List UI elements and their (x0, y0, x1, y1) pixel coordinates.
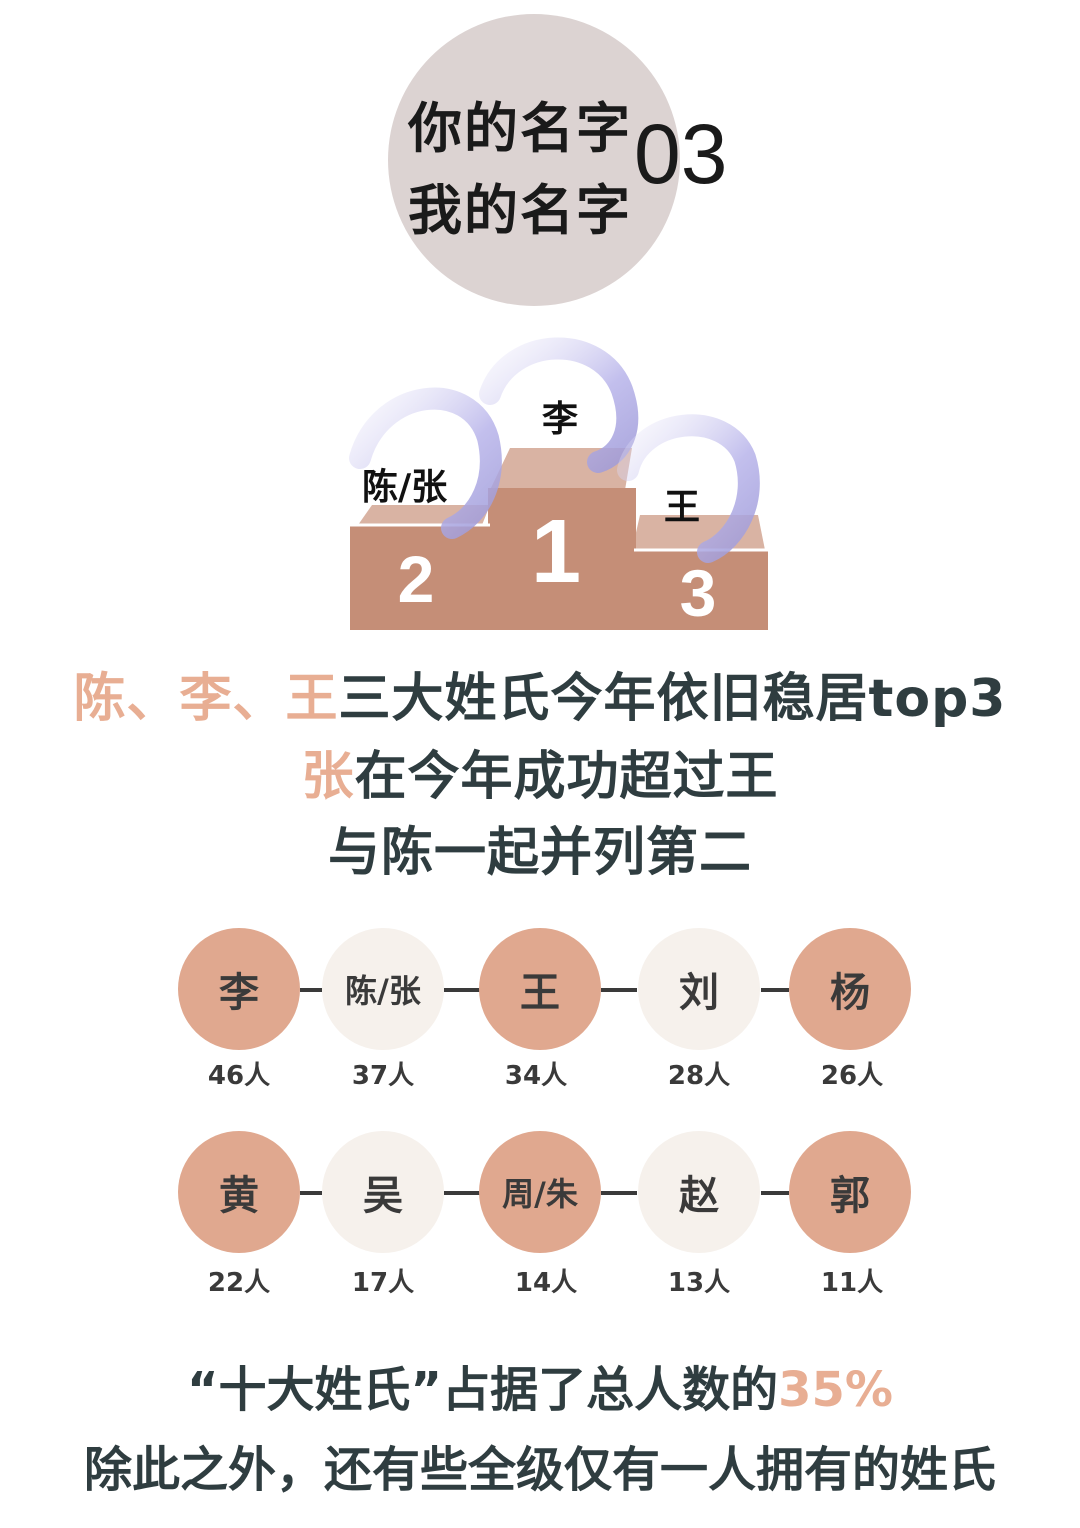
bottom-percent: 35% (778, 1362, 893, 1418)
podium-first-block (488, 488, 636, 630)
surname-node-2: 陈/张 (322, 928, 444, 1050)
surname-count-7: 17人 (351, 1268, 415, 1298)
connector (601, 988, 637, 992)
surname-count-5: 26人 (820, 1061, 884, 1091)
statement-line-1-rest: 三大姓氏今年依旧稳居top3 (338, 669, 1007, 729)
podium-first-number: 1 (531, 502, 581, 602)
podium-third-number: 3 (680, 556, 717, 630)
statement-line-2: 张在今年成功超过王 (0, 734, 1080, 809)
podium-third-block (634, 550, 768, 630)
brush-stroke-left (349, 387, 502, 539)
surname-node-5: 杨 (789, 928, 911, 1050)
surname-count-8: 14人 (514, 1268, 578, 1298)
bottom-line-1-text: “十大姓氏”占据了总人数的 (187, 1362, 779, 1418)
surname-node-8: 周/朱 (479, 1131, 601, 1253)
surname-count-2: 37人 (351, 1061, 415, 1091)
connector (444, 988, 480, 992)
podium-svg: 2 1 3 (349, 337, 768, 630)
podium-second-block (350, 525, 490, 630)
surname-node-7: 吴 (322, 1131, 444, 1253)
brush-stroke-center (479, 337, 639, 473)
brush-stroke-right (617, 414, 760, 563)
connector (300, 1191, 322, 1195)
statement-line-2-rest: 在今年成功超过王 (354, 747, 779, 807)
surname-count-3: 34人 (504, 1061, 568, 1091)
header-line-2: 我的名字 (408, 179, 632, 242)
connector (444, 1191, 480, 1195)
header-number: 03 (634, 107, 728, 201)
header-circle (388, 14, 680, 306)
connector (761, 1191, 789, 1195)
podium-first-name: 李 (542, 399, 579, 440)
connector (601, 1191, 637, 1195)
surname-count-4: 28人 (667, 1061, 731, 1091)
surname-node-1: 李 (178, 928, 300, 1050)
bottom-line-1: “十大姓氏”占据了总人数的35% (0, 1350, 1080, 1420)
surname-count-1: 46人 (207, 1061, 271, 1091)
bottom-line-2: 除此之外，还有些全级仅有一人拥有的姓氏 (83, 1442, 996, 1498)
podium-second-number: 2 (398, 542, 435, 616)
statement-line-3: 与陈一起并列第二 (327, 823, 752, 883)
statement-line-1: 陈、李、王三大姓氏今年依旧稳居top3 (0, 656, 1080, 731)
surname-count-10: 11人 (820, 1268, 884, 1298)
surname-node-4: 刘 (638, 928, 760, 1050)
connector (300, 988, 322, 992)
surname-node-10: 郭 (789, 1131, 911, 1253)
surname-node-3: 王 (479, 928, 601, 1050)
statement-line-2-accent: 张 (301, 747, 355, 807)
podium-graphic: 2 1 3 陈/张 李 王 (340, 330, 780, 640)
podium-second-name: 陈/张 (362, 467, 448, 508)
connector (761, 988, 789, 992)
surname-count-9: 13人 (667, 1268, 731, 1298)
header-line-1: 你的名字 (408, 97, 632, 160)
podium-third-name: 王 (664, 487, 701, 528)
surname-node-6: 黄 (178, 1131, 300, 1253)
statement-line-1-accent: 陈、李、王 (73, 669, 339, 729)
surname-node-9: 赵 (638, 1131, 760, 1253)
surname-count-6: 22人 (207, 1268, 271, 1298)
